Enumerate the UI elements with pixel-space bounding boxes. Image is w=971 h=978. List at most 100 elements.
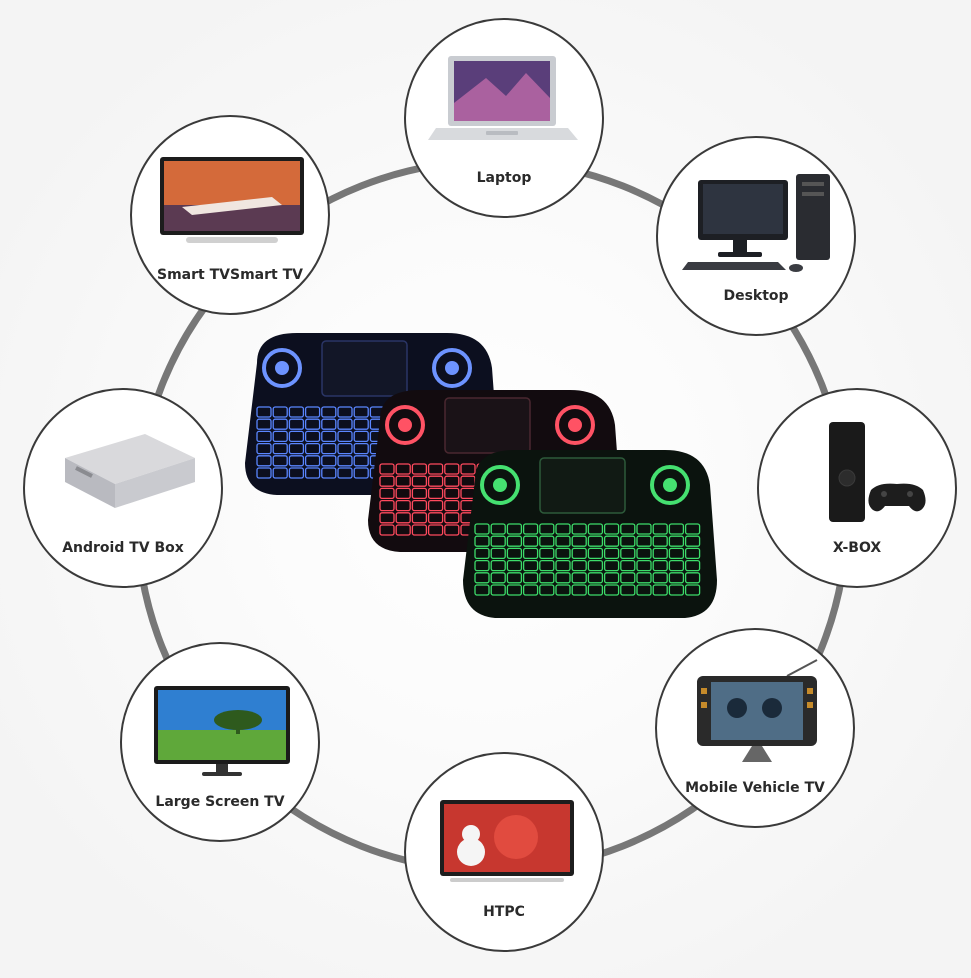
keyboard-key [474, 559, 490, 572]
keyboard-key [256, 442, 272, 455]
keyboard-key [506, 572, 523, 584]
keyboard-key [668, 523, 685, 535]
keyboard-key [555, 547, 571, 560]
keyboard-key [272, 467, 288, 479]
keyboard-key [636, 584, 652, 596]
keyboard-green-keys [474, 523, 701, 596]
keyboard-key [379, 524, 395, 536]
keyboard-key [272, 455, 288, 467]
keyboard-key [304, 418, 321, 430]
keyboard-key [288, 430, 305, 443]
keyboard-key [337, 442, 353, 455]
keyboard-key [411, 487, 428, 500]
keyboard-key [636, 572, 652, 584]
keyboard-key [411, 512, 428, 524]
keyboard-key [272, 418, 288, 430]
keyboard-key [522, 584, 539, 596]
device-laptop: Laptop [404, 18, 604, 218]
keyboard-group [245, 333, 717, 618]
keyboard-key [427, 512, 444, 524]
keyboard-key [539, 559, 555, 572]
keyboard-key [427, 475, 444, 487]
keyboard-key [506, 559, 523, 572]
keyboard-key [636, 523, 652, 535]
keyboard-key [256, 467, 272, 479]
keyboard-key [353, 442, 369, 455]
keyboard-key [272, 406, 288, 418]
keyboard-key [460, 463, 476, 475]
keyboard-key [474, 523, 490, 535]
keyboard-key [444, 463, 460, 475]
keyboard-key [522, 535, 539, 547]
keyboard-key [395, 512, 411, 524]
keyboard-key [427, 524, 444, 536]
keyboard-key [444, 499, 460, 512]
keyboard-key [620, 535, 636, 547]
device-xbox: X-BOX [757, 388, 957, 588]
keyboard-key [474, 572, 490, 584]
keyboard-key [395, 499, 411, 512]
keyboard-key [379, 499, 395, 512]
keyboard-key [444, 487, 460, 500]
keyboard-key [256, 418, 272, 430]
keyboard-key [490, 523, 506, 535]
keyboard-key [256, 406, 272, 418]
keyboard-key [603, 572, 620, 584]
desktop-computer-icon [682, 174, 830, 272]
keyboard-key [620, 572, 636, 584]
keyboard-key [636, 547, 652, 560]
keyboard-key [411, 475, 428, 487]
keyboard-key [555, 584, 571, 596]
keyboard-key [444, 475, 460, 487]
keyboard-key [490, 559, 506, 572]
keyboard-key [652, 535, 668, 547]
keyboard-green [463, 450, 717, 618]
keyboard-key [304, 430, 321, 443]
device-label: Mobile Vehicle TV [685, 780, 825, 796]
keyboard-key [379, 487, 395, 500]
keyboard-key [506, 584, 523, 596]
keyboard-key [321, 455, 337, 467]
keyboard-key [411, 524, 428, 536]
keyboard-key [288, 455, 305, 467]
keyboard-key [304, 467, 321, 479]
keyboard-key [555, 523, 571, 535]
keyboard-key [427, 499, 444, 512]
keyboard-key [684, 584, 701, 596]
keyboard-key [395, 463, 411, 475]
keyboard-key [539, 584, 555, 596]
device-tv-box: Android TV Box [23, 388, 223, 588]
keyboard-key [272, 442, 288, 455]
portable-tv-icon [697, 659, 818, 762]
smart-tv-icon [160, 157, 304, 243]
keyboard-key [288, 406, 305, 418]
keyboard-key [444, 524, 460, 536]
keyboard-key [571, 584, 587, 596]
keyboard-key [555, 559, 571, 572]
keyboard-key [337, 455, 353, 467]
keyboard-key [571, 523, 587, 535]
keyboard-key [288, 467, 305, 479]
keyboard-key [684, 523, 701, 535]
device-label: Android TV Box [62, 540, 184, 556]
keyboard-key [506, 535, 523, 547]
device-htpc: HTPC [404, 752, 604, 952]
device-vehicle-tv: Mobile Vehicle TV [655, 628, 855, 828]
device-label: Large Screen TV [155, 794, 285, 810]
keyboard-key [539, 572, 555, 584]
keyboard-key [555, 572, 571, 584]
keyboard-key [411, 463, 428, 475]
keyboard-key [353, 467, 369, 479]
keyboard-key [684, 535, 701, 547]
keyboard-key [490, 547, 506, 560]
keyboard-key [603, 547, 620, 560]
device-label: Desktop [723, 288, 789, 304]
keyboard-key [587, 584, 604, 596]
keyboard-key [337, 430, 353, 443]
keyboard-key [668, 535, 685, 547]
keyboard-key [379, 512, 395, 524]
keyboard-key [652, 572, 668, 584]
keyboard-key [321, 418, 337, 430]
keyboard-key [555, 535, 571, 547]
